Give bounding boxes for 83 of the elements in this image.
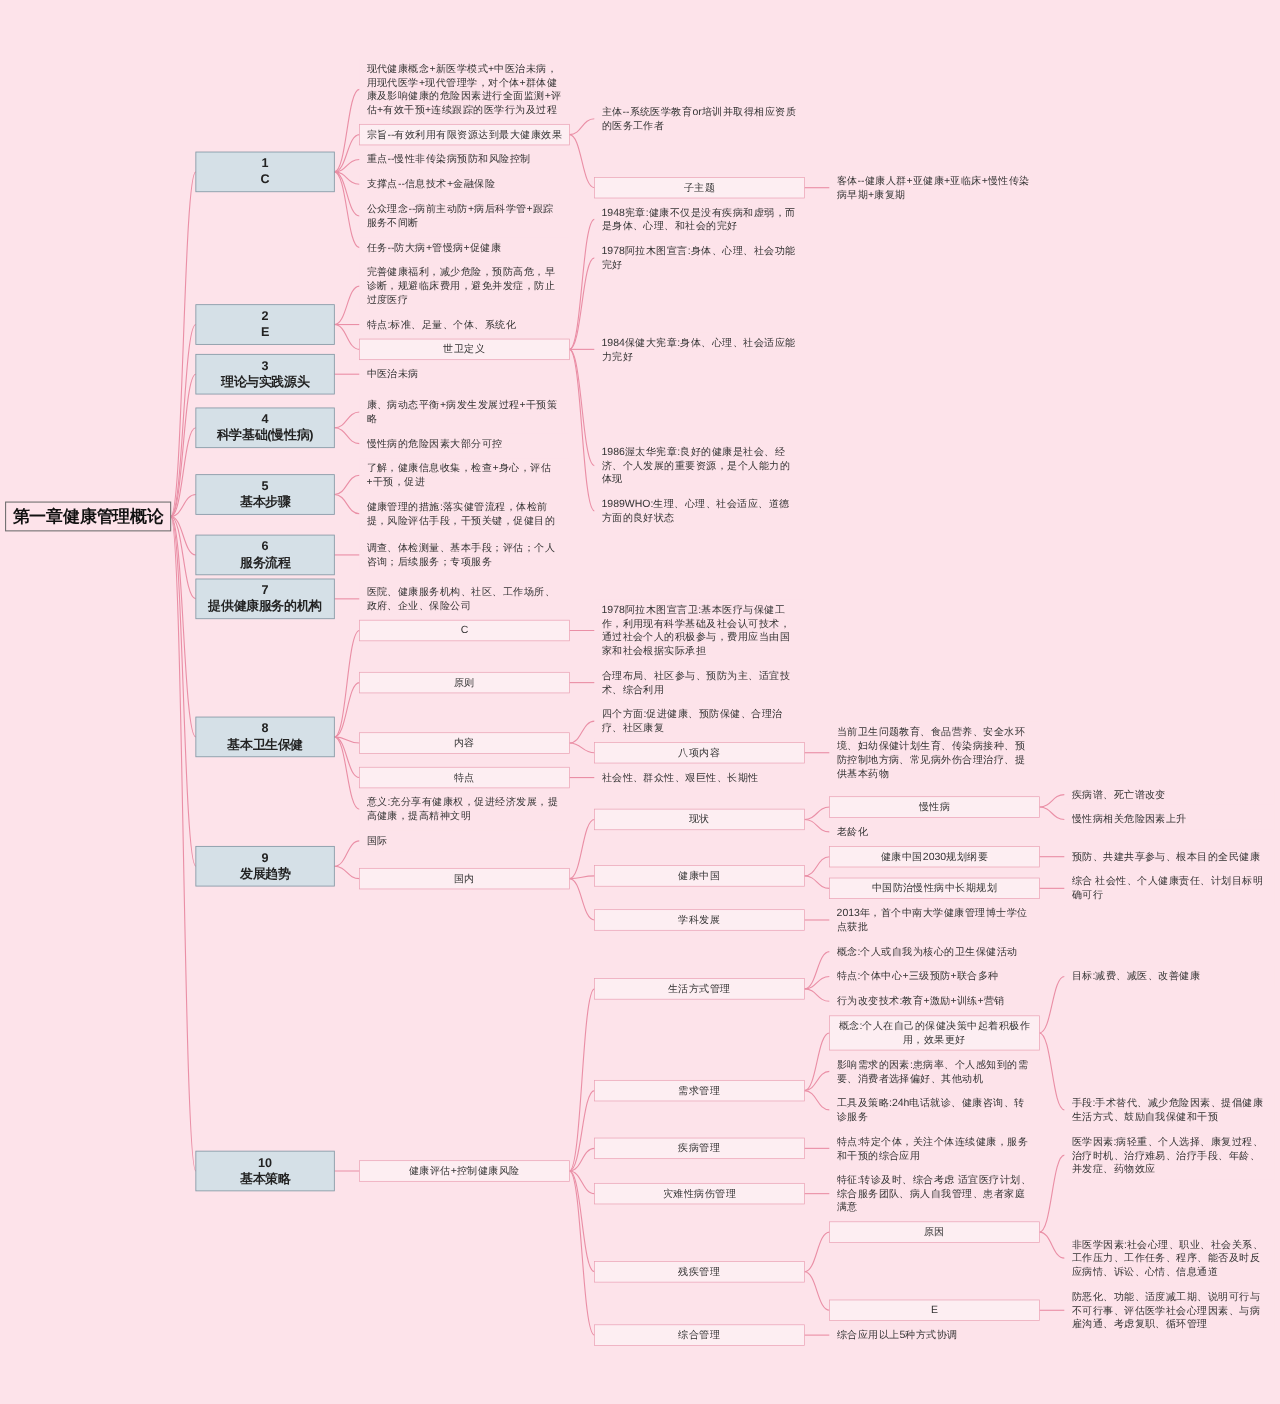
- connector: [333, 598, 361, 600]
- connector: [333, 158, 361, 173]
- connector: [803, 951, 831, 990]
- connector: [803, 1271, 831, 1311]
- connector: [333, 554, 361, 556]
- connector: [803, 1090, 831, 1111]
- connector: [333, 324, 361, 350]
- connector: [333, 324, 361, 326]
- connector: [170, 171, 197, 518]
- connector: [333, 285, 361, 326]
- connector: [170, 324, 197, 518]
- connector: [170, 515, 197, 1172]
- connector: [803, 875, 831, 889]
- connector: [333, 629, 361, 738]
- connector: [803, 1070, 831, 1092]
- connector: [333, 88, 361, 173]
- connector: [333, 171, 361, 185]
- connector: [568, 818, 596, 880]
- connector: [333, 171, 361, 249]
- connector: [568, 1170, 596, 1195]
- connector: [568, 218, 596, 350]
- connector: [333, 865, 361, 880]
- connector: [568, 1147, 596, 1172]
- connector: [803, 975, 831, 990]
- connector: [568, 988, 596, 1172]
- connector: [333, 411, 361, 429]
- connector: [333, 427, 361, 445]
- connector: [803, 187, 831, 189]
- connector: [333, 373, 361, 375]
- connector: [333, 474, 361, 496]
- connector: [803, 752, 831, 754]
- connector: [568, 348, 596, 467]
- connector: [568, 1170, 596, 1336]
- connector: [333, 493, 361, 515]
- connector: [568, 1170, 596, 1273]
- connector: [1038, 806, 1066, 820]
- connector: [333, 682, 361, 738]
- connector: [803, 818, 831, 833]
- connector: [1038, 856, 1066, 858]
- connector: [568, 348, 596, 350]
- connector: [803, 1147, 831, 1149]
- connector: [568, 682, 596, 684]
- connector: [170, 493, 197, 518]
- connector: [568, 348, 596, 512]
- connector: [170, 515, 197, 867]
- connector: [170, 427, 197, 518]
- connector: [568, 134, 596, 189]
- connector: [333, 736, 361, 810]
- connector: [803, 1032, 831, 1092]
- connector: [1038, 794, 1066, 808]
- connector: [333, 171, 361, 217]
- connector: [333, 134, 361, 173]
- connector: [170, 515, 197, 600]
- connector: [568, 118, 596, 136]
- connector: [803, 1334, 831, 1336]
- connector: [1038, 1309, 1066, 1311]
- connector: [333, 736, 361, 744]
- connector: [170, 373, 197, 518]
- connector: [568, 1090, 596, 1172]
- connector: [1038, 975, 1066, 1034]
- connector: [1038, 1032, 1066, 1111]
- connector: [170, 515, 197, 556]
- connector: [803, 1193, 831, 1195]
- connector: [803, 806, 831, 820]
- connector: [568, 777, 596, 779]
- connector: [568, 629, 596, 632]
- connector: [568, 875, 596, 880]
- connector: [1038, 1231, 1066, 1259]
- connector: [1038, 887, 1066, 889]
- node-box: 第一章健康管理概论: [5, 501, 172, 532]
- connector: [568, 878, 596, 921]
- connector: [568, 257, 596, 350]
- connector: [803, 988, 831, 1002]
- connector: [333, 840, 361, 867]
- connector: [803, 919, 831, 921]
- connector: [803, 856, 831, 877]
- connector: [568, 742, 596, 754]
- connector: [333, 736, 361, 779]
- connector: [803, 1231, 831, 1273]
- connector: [170, 515, 197, 738]
- connector: [333, 1170, 361, 1172]
- connector: [1038, 1154, 1066, 1233]
- connector: [568, 720, 596, 744]
